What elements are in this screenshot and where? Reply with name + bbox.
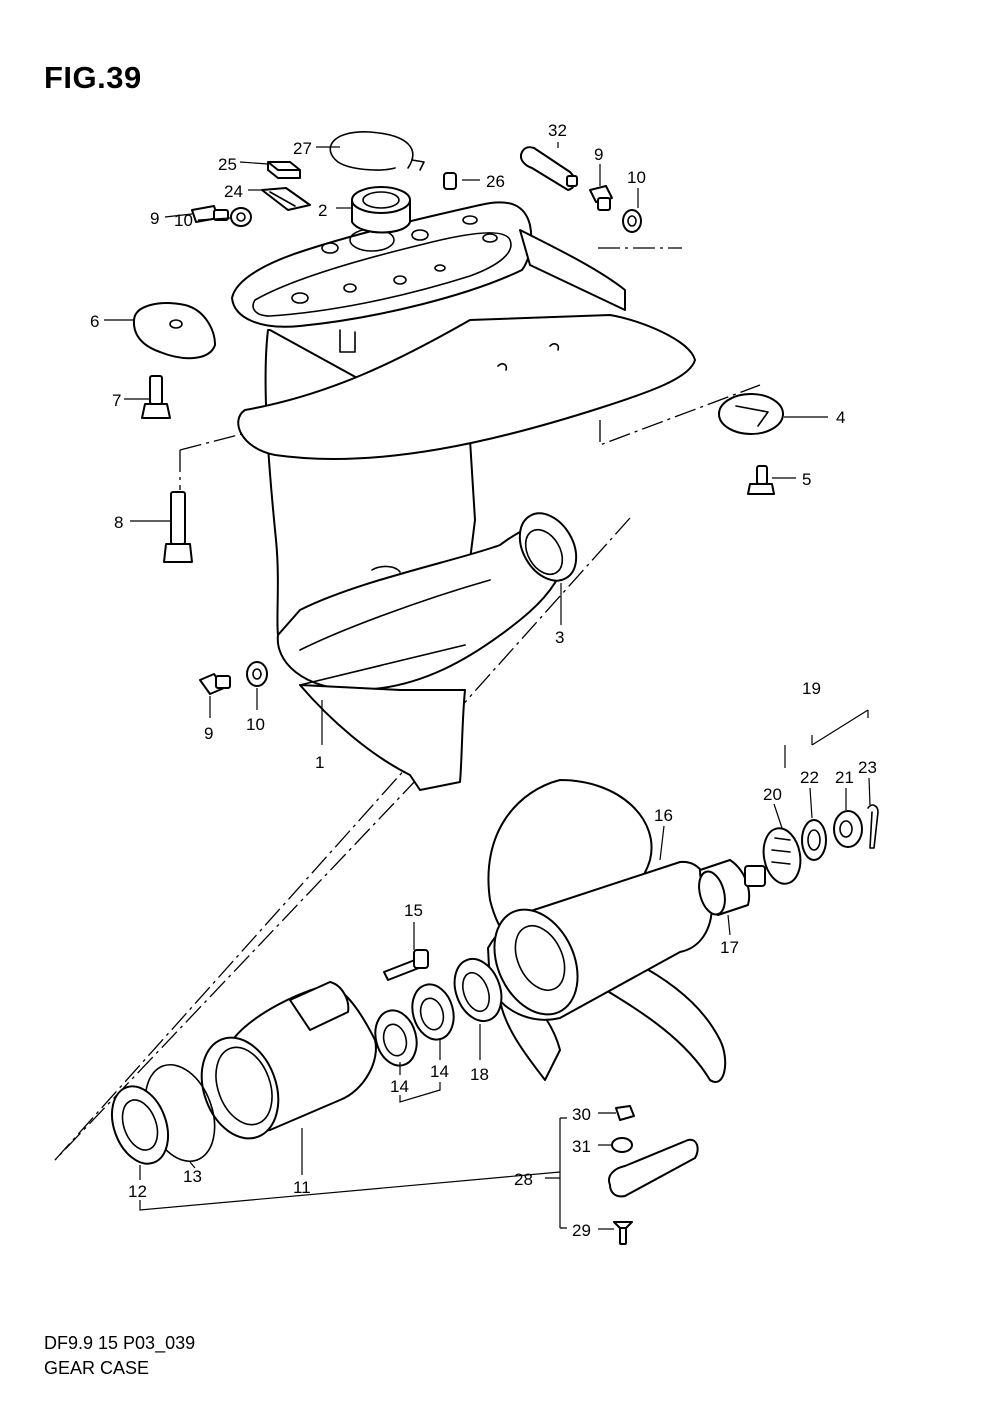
bolt-9-lower [199,673,231,695]
callout-21: 21 [835,768,854,787]
gear-case-housing [231,201,696,791]
callout-12: 12 [128,1182,147,1201]
circlip-27 [329,131,425,171]
callout-15: 15 [404,901,423,920]
propeller-shaft-housing-11 [200,981,377,1140]
callout-4: 4 [836,408,845,427]
stopper-18 [453,958,503,1022]
washer-22 [801,819,827,861]
callout-2: 2 [318,201,327,220]
bearing-2 [351,186,411,234]
nut-21 [833,810,863,848]
washer-31 [611,1137,633,1153]
callout-20: 20 [763,785,782,804]
stopper-20 [762,827,802,885]
callout-5: 5 [802,470,811,489]
callout-16: 16 [654,806,673,825]
callout-10-lower: 10 [246,715,265,734]
bearing-3 [518,512,578,582]
bolt-7 [141,375,171,419]
callout-27: 27 [293,139,312,158]
bolt-9-upper-right [589,185,613,211]
callout-25: 25 [218,155,237,174]
callout-32: 32 [548,121,567,140]
figure-title: FIG.39 [44,60,142,95]
bolt-8 [163,491,193,563]
callout-8: 8 [114,513,123,532]
plate-28 [608,1138,699,1198]
bolt-15 [383,949,429,981]
washer-10-upper-left [230,207,252,227]
key-25 [267,161,301,179]
model-code: DF9.9 15 P03_039 [44,1333,196,1353]
bolt-9-upper-left [191,205,229,223]
pin-26 [443,172,457,190]
callout-10-upper-right: 10 [627,168,646,187]
screw-29 [613,1221,633,1245]
bearing-12 [110,1085,170,1165]
callout-18: 18 [470,1065,489,1084]
washer-10-upper-right [622,209,642,233]
callout-14-a: 14 [390,1077,409,1096]
callout-9-upper-right: 9 [594,145,603,164]
propeller-16 [487,779,727,1083]
callout-11: 11 [293,1178,311,1197]
callout-26: 26 [486,172,505,191]
nut-30 [615,1105,635,1121]
callout-6: 6 [90,312,99,331]
callout-3: 3 [555,628,564,647]
callout-30: 30 [572,1105,591,1124]
callout-13: 13 [183,1167,202,1186]
cap-4 [718,393,784,435]
callout-19: 19 [802,679,821,698]
leader-lines [104,142,871,1230]
callout-28: 28 [514,1170,533,1189]
anode-32 [520,146,578,191]
callout-9-upper-left: 9 [150,209,159,228]
cotter-pin-23 [867,804,879,849]
washer-10-lower [246,661,268,687]
callout-22: 22 [800,768,819,787]
callout-29: 29 [572,1221,591,1240]
oil-seal-14-b [374,1009,418,1067]
key-24 [261,187,311,211]
callout-labels: 1 2 3 4 5 6 7 8 9 9 9 10 10 10 11 12 13 … [90,121,877,1240]
callout-14-b: 14 [430,1062,449,1081]
callout-24: 24 [224,182,243,201]
callout-9-lower: 9 [204,724,213,743]
callout-31: 31 [572,1137,591,1156]
callout-17: 17 [720,938,739,957]
callout-1: 1 [315,753,324,772]
callout-7: 7 [112,391,121,410]
bolt-5 [747,465,775,495]
spacer-17 [698,859,766,916]
callout-10-upper-left: 10 [174,211,193,230]
section-name: GEAR CASE [44,1358,150,1378]
cover-6 [132,302,216,360]
callout-23: 23 [858,758,877,777]
